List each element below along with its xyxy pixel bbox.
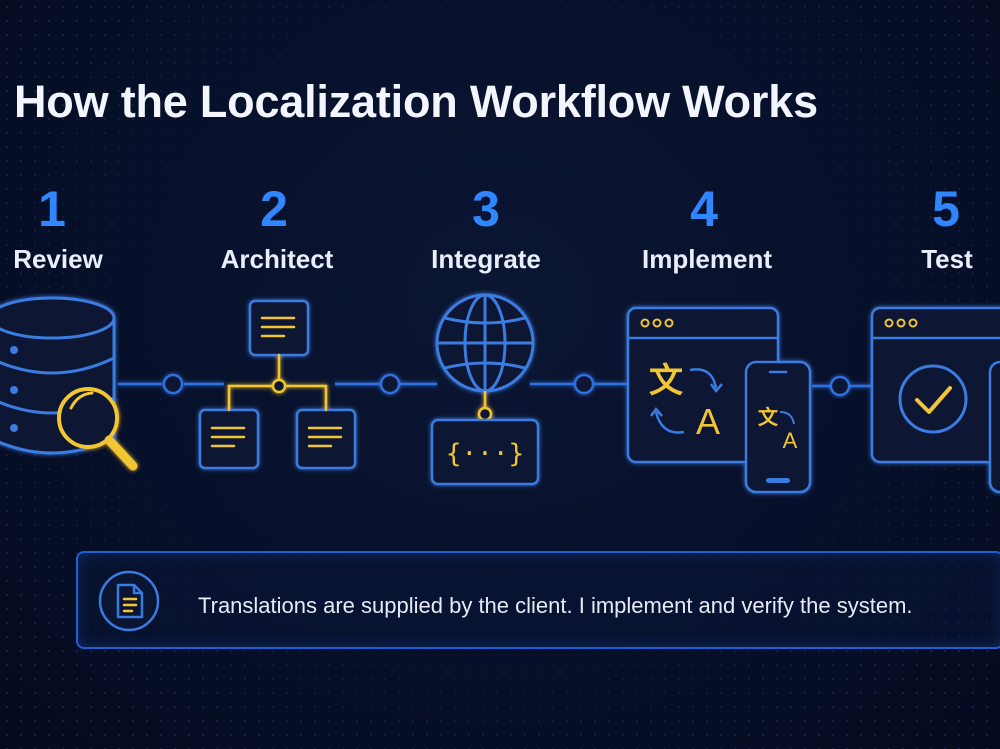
step-4-label: Implement [641,244,773,274]
page-title: How the Localization Workflow Works [14,76,818,127]
step-5-label: Test [921,244,973,274]
translate-devices-icon: 文 A 文 A [626,306,812,494]
step-1-label: Review [13,244,103,274]
source-glyph: 文 [649,361,683,401]
target-glyph-small: A [783,428,798,453]
document-hierarchy-icon [198,299,357,470]
source-glyph-small: 文 [758,405,779,429]
step-3-number: 3 [472,181,500,237]
note-text: Translations are supplied by the client.… [198,593,913,618]
check-window-icon [870,306,1000,494]
step-5-number: 5 [932,181,960,237]
step-3-label: Integrate [431,244,541,274]
connector-2-3 [335,373,437,395]
globe-code-icon: {···} [430,293,540,486]
step-2-number: 2 [260,181,288,237]
note-box: Translations are supplied by the client.… [76,551,1000,649]
document-icon [98,570,160,632]
connector-3-4 [530,373,628,395]
code-braces-glyph: {···} [446,439,524,469]
step-2-label: Architect [220,244,334,274]
connector-4-5 [812,375,872,397]
target-glyph: A [696,401,720,442]
step-1-number: 1 [38,181,66,237]
database-search-icon [0,296,138,471]
connector-1-2 [118,373,224,395]
step-4-number: 4 [690,181,718,237]
